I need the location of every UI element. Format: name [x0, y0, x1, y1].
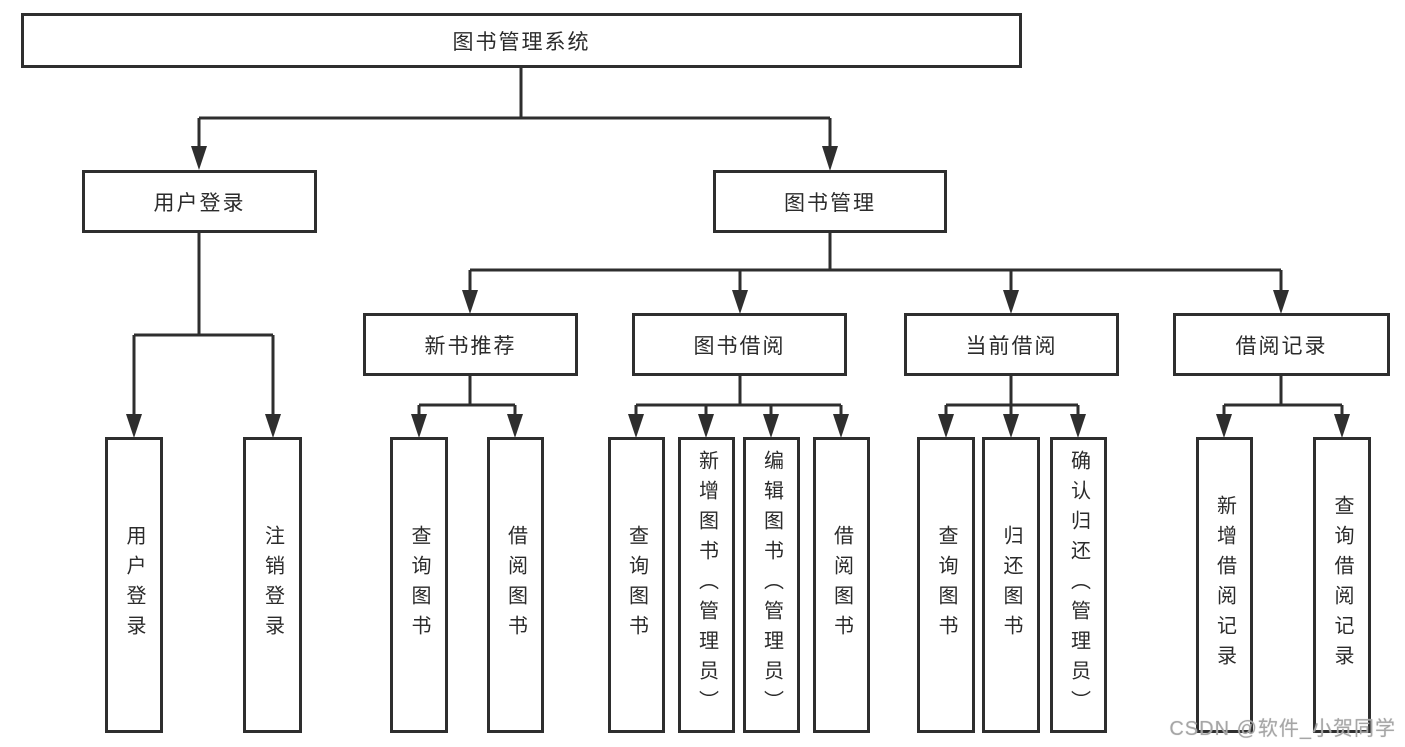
node-current-borrowing-label: 当前借阅: [965, 334, 1058, 358]
node-current-borrowing: 当前借阅: [904, 313, 1119, 376]
connector-bookmgmt-to-level3: [470, 233, 1281, 272]
leaf-query-books-1-label: 查询图书: [408, 525, 430, 645]
connector-userlogin-to-leaves: [134, 233, 273, 337]
leaf-query-borrow-record-label: 查询借阅记录: [1331, 495, 1353, 675]
leaf-borrow-books-2-label: 借阅图书: [830, 525, 853, 645]
arrow-shafts: [132, 118, 1344, 418]
node-borrowing-records: 借阅记录: [1173, 313, 1390, 376]
leaf-return-book-label: 归还图书: [1000, 525, 1022, 645]
leaf-return-book: 归还图书: [982, 437, 1040, 733]
node-root-label: 图书管理系统: [452, 30, 591, 54]
connector-root-to-level2: [199, 68, 830, 120]
leaf-confirm-return-admin-label: 确认归还（管理员）: [1067, 450, 1090, 720]
node-user-login-label: 用户登录: [153, 191, 246, 215]
leaf-confirm-return-admin: 确认归还（管理员）: [1050, 437, 1107, 733]
connector-current-to-leaves: [946, 376, 1078, 407]
leaf-user-login: 用户登录: [105, 437, 163, 733]
node-root: 图书管理系统: [21, 13, 1022, 68]
node-new-book-recommend-label: 新书推荐: [424, 334, 517, 358]
node-book-management: 图书管理: [713, 170, 947, 233]
leaf-query-books-2-label: 查询图书: [625, 525, 648, 645]
connector-newbook-to-leaves: [419, 376, 515, 407]
leaf-edit-book-admin: 编辑图书（管理员）: [743, 437, 800, 733]
leaf-borrow-books-1: 借阅图书: [487, 437, 544, 733]
arrowheads: [126, 146, 1350, 438]
leaf-add-book-admin: 新增图书（管理员）: [678, 437, 735, 733]
leaf-query-books-1: 查询图书: [390, 437, 448, 733]
node-book-borrowing-label: 图书借阅: [693, 334, 786, 358]
csdn-watermark: CSDN @软件_小贺同学: [1169, 718, 1396, 740]
node-book-management-label: 图书管理: [784, 191, 876, 215]
leaf-borrow-books-1-label: 借阅图书: [504, 525, 527, 645]
leaf-logout-label: 注销登录: [261, 525, 284, 645]
connector-borrowing-to-leaves: [636, 376, 841, 407]
node-book-borrowing: 图书借阅: [632, 313, 847, 376]
leaf-edit-book-admin-label: 编辑图书（管理员）: [760, 450, 783, 720]
connector-records-to-leaves: [1224, 376, 1342, 407]
leaf-query-books-3-label: 查询图书: [935, 525, 957, 645]
leaf-add-borrow-record: 新增借阅记录: [1196, 437, 1253, 733]
leaf-borrow-books-2: 借阅图书: [813, 437, 870, 733]
node-new-book-recommend: 新书推荐: [363, 313, 578, 376]
leaf-query-books-3: 查询图书: [917, 437, 975, 733]
node-user-login: 用户登录: [82, 170, 317, 233]
leaf-user-login-label: 用户登录: [123, 525, 145, 645]
leaf-add-book-admin-label: 新增图书（管理员）: [695, 450, 718, 720]
leaf-add-borrow-record-label: 新增借阅记录: [1213, 495, 1236, 675]
leaf-query-books-2: 查询图书: [608, 437, 665, 733]
leaf-logout: 注销登录: [243, 437, 302, 733]
node-borrowing-records-label: 借阅记录: [1235, 334, 1328, 358]
leaf-query-borrow-record: 查询借阅记录: [1313, 437, 1371, 733]
